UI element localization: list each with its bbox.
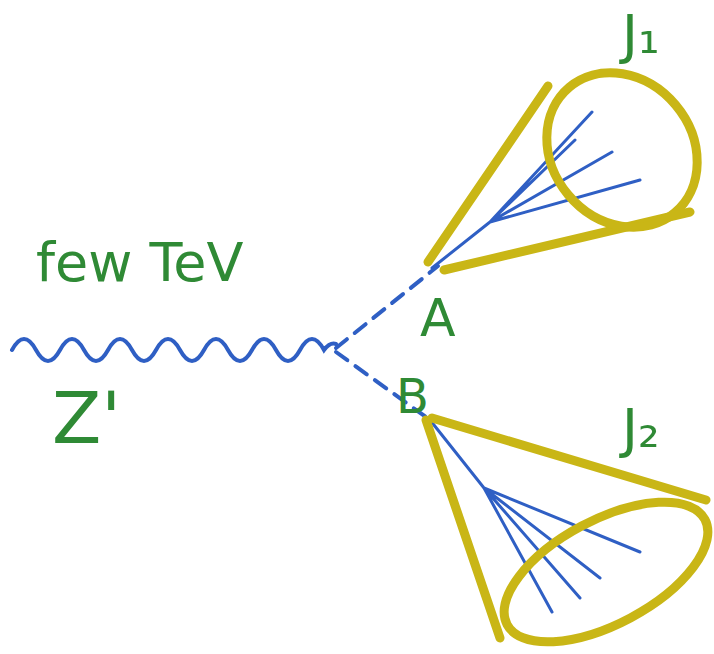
- jet-label: J₂: [622, 402, 660, 456]
- vertex-label: A: [420, 292, 456, 344]
- jet-cone-1: [428, 42, 714, 270]
- zprime-wavy-line: [12, 339, 336, 361]
- dashed-line-b: [336, 352, 430, 420]
- jet-label: J₁: [622, 8, 660, 62]
- energy-label: few TeV: [36, 236, 244, 290]
- vertex-label: B: [396, 372, 429, 420]
- particle-name: Z': [52, 382, 121, 454]
- jet-cone-2: [426, 418, 714, 654]
